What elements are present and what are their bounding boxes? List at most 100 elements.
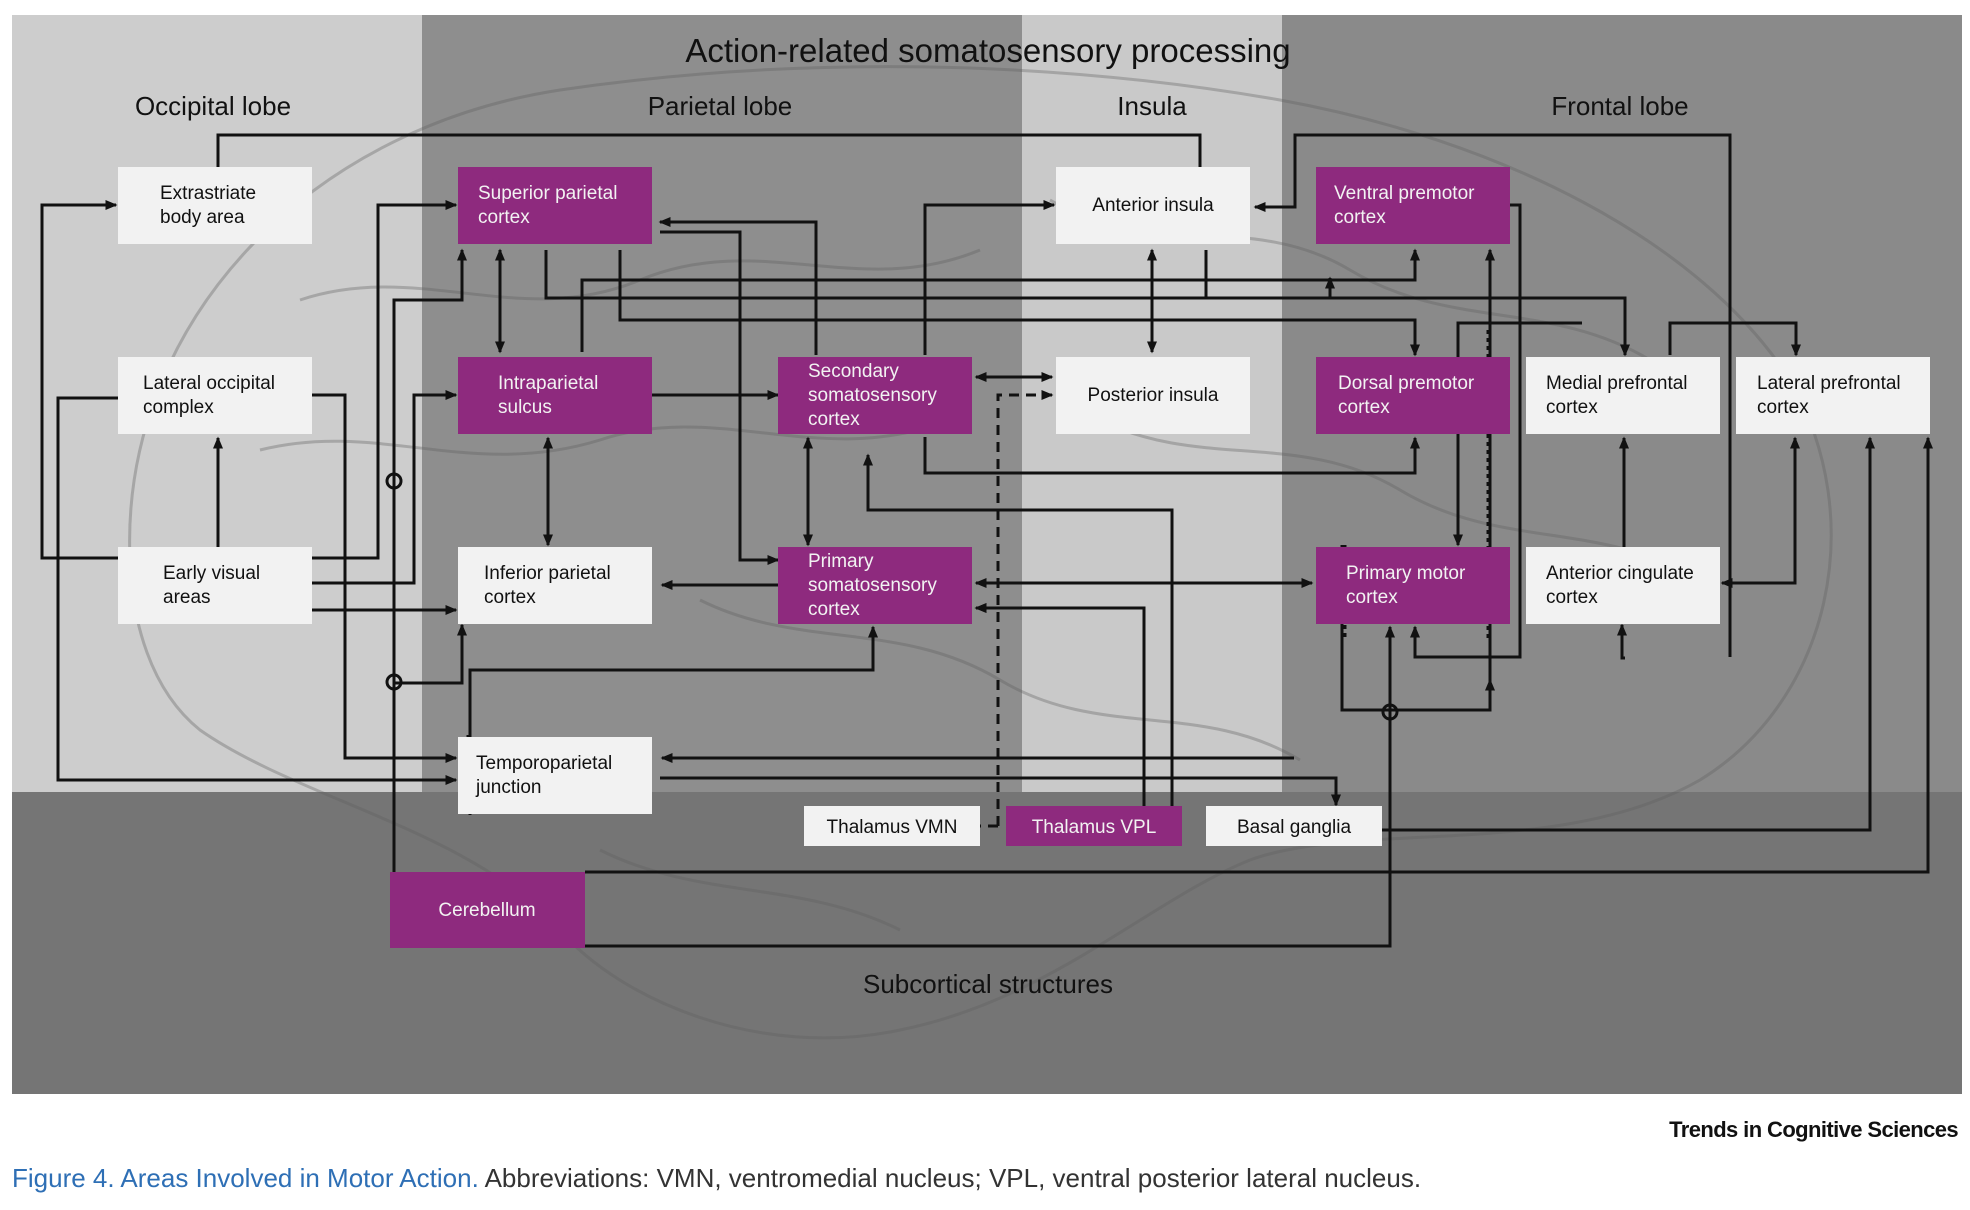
node-basal-ganglia[interactable]: Basal ganglia <box>1206 806 1382 846</box>
node-anterior-cingulate-cortex[interactable]: Anterior cingulate cortex <box>1526 547 1720 624</box>
svg-text:Anterior insula: Anterior insula <box>1092 195 1214 216</box>
svg-text:Thalamus VPL: Thalamus VPL <box>1032 817 1157 838</box>
node-label: cortex <box>808 599 860 620</box>
link-spc-to-s1 <box>660 230 780 565</box>
link-eva-to-eba <box>40 200 118 560</box>
node-label: Posterior insula <box>1088 385 1219 406</box>
svg-text:cortex: cortex <box>484 587 536 608</box>
node-anterior-insula[interactable]: Anterior insula <box>1056 167 1250 244</box>
node-lateral-occipital-complex[interactable]: Lateral occipital complex <box>118 357 312 434</box>
svg-text:Lateral prefrontal: Lateral prefrontal <box>1757 373 1901 394</box>
node-superior-parietal-cortex[interactable]: Superior parietal cortex <box>458 167 652 244</box>
svg-text:areas: areas <box>163 587 211 608</box>
svg-text:cortex: cortex <box>1346 587 1398 608</box>
node-label: Basal ganglia <box>1237 817 1352 838</box>
svg-text:complex: complex <box>143 397 214 418</box>
link-s2-spc <box>658 217 818 355</box>
node-label: Thalamus VPL <box>1032 817 1157 838</box>
region-label-parietal: Parietal lobe <box>648 91 793 121</box>
node-label: Thalamus VMN <box>827 817 958 838</box>
node-medial-prefrontal-cortex[interactable]: Medial prefrontal cortex <box>1526 357 1720 434</box>
svg-text:junction: junction <box>475 777 542 798</box>
svg-text:Primary: Primary <box>808 551 874 572</box>
link-frontal-to-ai <box>1253 133 1732 657</box>
svg-text:sulcus: sulcus <box>498 397 552 418</box>
node-label: Medial prefrontal <box>1546 373 1688 394</box>
link-cb-to-m1 <box>585 625 1395 948</box>
node-thalamus-vmn[interactable]: Thalamus VMN <box>804 806 980 846</box>
node-extrastriate-body-area[interactable]: Extrastriate body area <box>118 167 312 244</box>
link-bg-to-mpfc <box>1382 436 1875 832</box>
link-vpl-to-s1 <box>974 603 1146 820</box>
svg-text:body area: body area <box>160 207 245 228</box>
svg-text:cortex: cortex <box>808 599 860 620</box>
link-lpfc-acc <box>1720 436 1800 588</box>
node-intraparietal-sulcus[interactable]: Intraparietal sulcus <box>458 357 652 434</box>
node-lateral-prefrontal-cortex[interactable]: Lateral prefrontal cortex <box>1736 357 1930 434</box>
node-primary-motor-cortex[interactable]: Primary motor cortex <box>1316 547 1510 624</box>
connections <box>40 133 1933 948</box>
link-eva-to-ips <box>312 390 458 585</box>
node-label: cortex <box>1757 397 1809 418</box>
node-label: Extrastriate <box>160 183 256 204</box>
region-label-subcortical: Subcortical structures <box>863 969 1113 999</box>
node-inferior-parietal-cortex[interactable]: Inferior parietal cortex <box>458 547 652 624</box>
node-label: Anterior cingulate <box>1546 563 1694 584</box>
link-ips-to-vpm <box>580 248 1420 352</box>
node-label: cortex <box>1338 397 1390 418</box>
node-label: somatosensory <box>808 385 937 406</box>
journal-brand: Trends in Cognitive Sciences <box>1669 1117 1958 1142</box>
link-cb-to-spc <box>392 248 467 872</box>
node-label: body area <box>160 207 245 228</box>
figure-caption-text: Abbreviations: VMN, ventromedial nucleus… <box>484 1163 1422 1193</box>
node-label: Temporoparietal <box>476 753 612 774</box>
node-cerebellum[interactable]: Cerebellum <box>390 872 585 948</box>
link-vmn-to-s2 <box>996 390 1054 826</box>
junction-circle <box>1381 703 1399 721</box>
node-label: Superior parietal <box>478 183 617 204</box>
figure-caption-title: Figure 4. Areas Involved in Motor Action… <box>12 1163 479 1193</box>
node-label: Cerebellum <box>438 900 535 921</box>
svg-text:Early visual: Early visual <box>163 563 260 584</box>
svg-text:cortex: cortex <box>1546 587 1598 608</box>
link-cb-to-lpfc <box>585 436 1933 874</box>
link-loc-to-tpj <box>312 393 458 763</box>
node-ventral-premotor-cortex[interactable]: Ventral premotor cortex <box>1316 167 1510 244</box>
node-secondary-somatosensory-cortex[interactable]: Secondary somatosensory cortex <box>778 357 972 434</box>
svg-text:cortex: cortex <box>1334 207 1386 228</box>
node-label: Early visual <box>163 563 260 584</box>
node-label: somatosensory <box>808 575 937 596</box>
node-label: Lateral prefrontal <box>1757 373 1901 394</box>
svg-text:somatosensory: somatosensory <box>808 385 937 406</box>
svg-text:Posterior insula: Posterior insula <box>1088 385 1219 406</box>
link-ai-to-mpfc <box>1204 250 1630 357</box>
link-s2-to-dpm <box>923 436 1420 475</box>
svg-text:cortex: cortex <box>478 207 530 228</box>
node-dorsal-premotor-cortex[interactable]: Dorsal premotor cortex <box>1316 357 1510 434</box>
node-label: junction <box>475 777 542 798</box>
node-label: complex <box>143 397 214 418</box>
svg-text:Ventral premotor: Ventral premotor <box>1334 183 1475 204</box>
svg-text:Extrastriate: Extrastriate <box>160 183 256 204</box>
node-temporoparietal-junction[interactable]: Temporoparietal junction <box>458 737 652 814</box>
node-primary-somatosensory-cortex[interactable]: Primary somatosensory cortex <box>778 547 972 624</box>
node-label: areas <box>163 587 211 608</box>
svg-text:Basal ganglia: Basal ganglia <box>1237 817 1352 838</box>
svg-text:Cerebellum: Cerebellum <box>438 900 535 921</box>
node-posterior-insula[interactable]: Posterior insula <box>1056 357 1250 434</box>
node-thalamus-vpl[interactable]: Thalamus VPL <box>1006 806 1182 846</box>
svg-text:cortex: cortex <box>1338 397 1390 418</box>
link-spc-to-dpm-2 <box>618 250 1420 357</box>
svg-text:Secondary: Secondary <box>808 361 899 382</box>
junctions <box>385 472 1399 721</box>
svg-text:cortex: cortex <box>1757 397 1809 418</box>
node-label: Secondary <box>808 361 899 382</box>
junction-circle <box>385 472 403 490</box>
svg-text:Primary motor: Primary motor <box>1346 563 1466 584</box>
svg-text:cortex: cortex <box>1546 397 1598 418</box>
link-mpfc-to-dpm <box>1453 321 1582 547</box>
node-early-visual-areas[interactable]: Early visual areas <box>118 547 312 624</box>
node-label: Inferior parietal <box>484 563 611 584</box>
node-label: Anterior insula <box>1092 195 1214 216</box>
